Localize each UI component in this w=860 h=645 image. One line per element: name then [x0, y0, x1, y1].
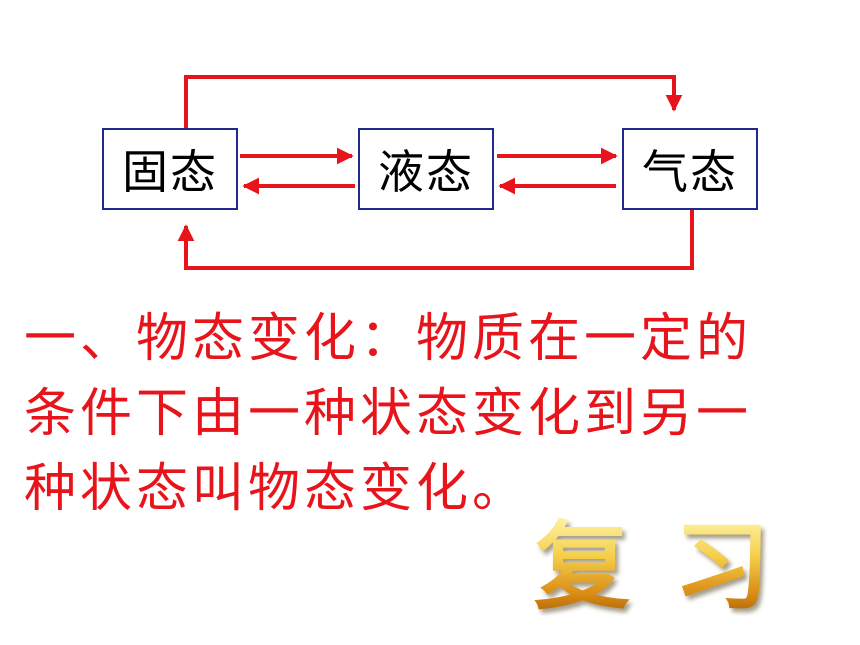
definition-line: 条件下由一种状态变化到另一 [24, 384, 753, 444]
definition-line: 种状态叫物态变化。 [24, 459, 529, 519]
state-box-liquid: 液态 [358, 128, 494, 210]
state-box-solid: 固态 [102, 128, 238, 210]
review-wordart: 复习 [534, 511, 814, 623]
arrow-solid-to-gas [184, 75, 683, 128]
definition-text: 一、物态变化：物质在一定的 条件下由一种状态变化到另一 种状态叫物态变化。 [24, 302, 804, 527]
state-box-gas: 气态 [622, 128, 758, 210]
definition-line: 一、物态变化：物质在一定的 [24, 309, 753, 369]
arrow-gas-to-solid [177, 210, 694, 270]
